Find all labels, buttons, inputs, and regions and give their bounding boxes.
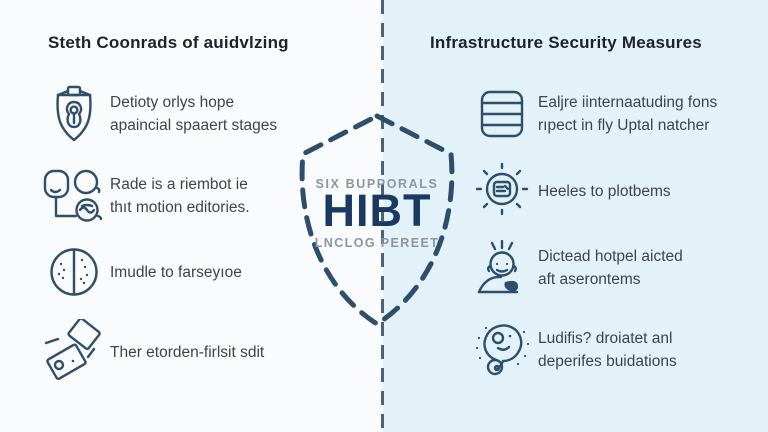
- list-item: Ludifis? droiatet anl deperifes buidatio…: [466, 314, 677, 386]
- shield-subtitle-text: LNCLOG PEREET: [314, 236, 440, 250]
- item-text-line: Imudle to farseyıoe: [110, 263, 242, 281]
- server-icon: [466, 88, 538, 140]
- list-item: Heeles to plotbems: [466, 160, 671, 222]
- item-text-line: thıt motion editories.: [110, 199, 250, 216]
- item-text-line: Heeles to plotbems: [538, 182, 671, 200]
- item-text-line: Rade is a riembot ie: [110, 176, 248, 193]
- list-item: Imudle to farseyıoe: [38, 242, 242, 302]
- item-text-line: Detioty orlys hope: [110, 94, 235, 111]
- list-item: Detioty orlys hope apaincial spaaert sta…: [38, 82, 277, 146]
- item-text-line: apaincial spaaert stages: [110, 117, 278, 134]
- center-divider-dashed-line: [381, 0, 384, 432]
- list-item: Ther etorden-firlsit sdit: [38, 316, 264, 388]
- list-item: Rade is a riembot ie thıt motion editori…: [38, 164, 250, 228]
- cards-icon: [38, 319, 110, 385]
- right-panel-title: Infrastructure Security Measures: [430, 33, 702, 52]
- split-circle-icon: [38, 245, 110, 299]
- shield-eyebrow-text: SIX BUPPORALS: [315, 177, 439, 191]
- item-text-line: rıpect in fly Uptal natcher: [538, 117, 710, 134]
- item-text-line: Dictead hotpel aicted: [538, 248, 683, 265]
- shield-title-text: HIBT: [322, 185, 432, 236]
- list-item: Dictead hotpel aicted aft aserontems: [466, 236, 683, 300]
- sun-chip-icon: [466, 161, 538, 221]
- item-text-line: deperifes buidations: [538, 353, 677, 370]
- item-text-line: Ealjre iinternaatuding fons: [538, 94, 718, 111]
- list-item: Ealjre iinternaatuding fons rıpect in fl…: [466, 82, 717, 146]
- person-rays-icon: [466, 240, 538, 296]
- item-text-line: Ther etorden-firlsit sdit: [110, 343, 265, 361]
- people-icon: [38, 166, 110, 226]
- item-text-line: Ludifis? droiatet anl: [538, 330, 673, 347]
- lock-icon: [38, 83, 110, 145]
- item-text-line: aft aserontems: [538, 271, 641, 288]
- left-panel-title: Steth Coonrads of auidvlzing: [48, 33, 289, 52]
- bulb-icon: [466, 318, 538, 382]
- shield-outline: [299, 113, 455, 327]
